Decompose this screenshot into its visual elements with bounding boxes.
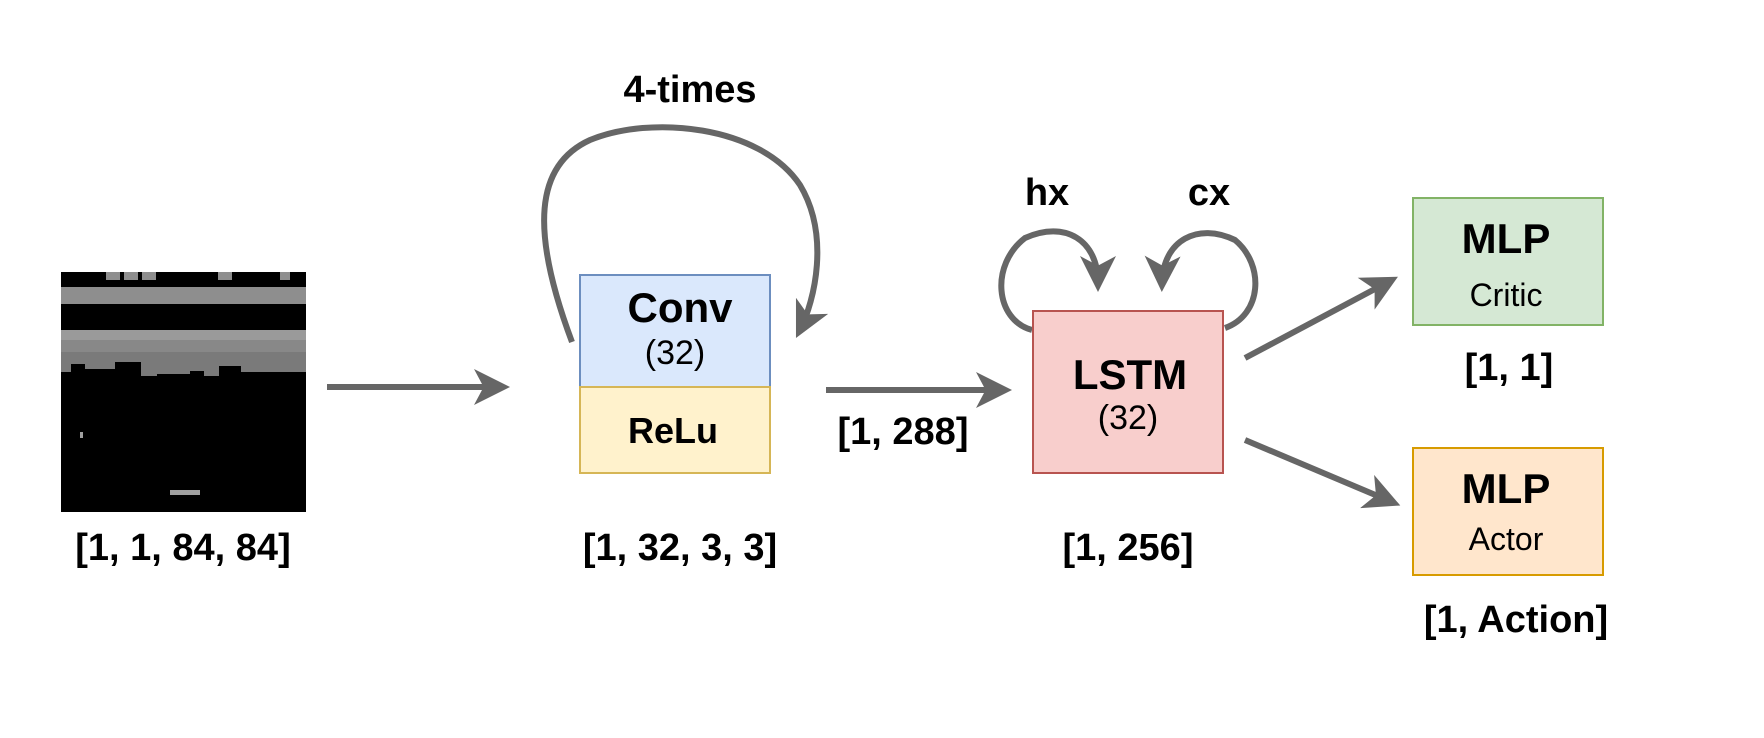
brick-row [61, 352, 306, 376]
lstm-title: LSTM [1073, 351, 1187, 398]
critic-title: MLP [1462, 215, 1551, 262]
conv-shape-label: [1, 32, 3, 3] [583, 527, 777, 569]
arrow-lstm-to-critic [1243, 276, 1398, 361]
critic-shape-label: [1, 1] [1465, 347, 1554, 389]
relu-block [579, 386, 771, 474]
cx-label: cx [1188, 172, 1230, 214]
game-frame-image [61, 272, 306, 512]
conv-loop-label: 4-times [623, 69, 756, 111]
flatten-shape-label: [1, 288] [838, 411, 969, 453]
lstm-block [1032, 310, 1224, 474]
score-digits [106, 272, 290, 280]
hx-label: hx [1025, 172, 1069, 214]
actor-mlp-block [1412, 447, 1604, 576]
critic-role: Critic [1470, 277, 1543, 313]
cx-loop-arrow [1144, 230, 1259, 331]
ball [80, 432, 83, 438]
conv-repeat-loop-arrow [541, 124, 829, 344]
lstm-units: (32) [1098, 399, 1158, 437]
paddle [170, 490, 200, 495]
conv-title: Conv [628, 284, 734, 331]
critic-mlp-block [1412, 197, 1604, 326]
lstm-shape-label: [1, 256] [1063, 527, 1194, 569]
arrow-lstm-to-actor [1243, 437, 1401, 509]
input-shape-label: [1, 1, 84, 84] [75, 527, 290, 569]
relu-label: ReLu [628, 410, 718, 451]
conv-units: (32) [645, 334, 705, 372]
actor-title: MLP [1462, 465, 1551, 512]
actor-shape-label: [1, Action] [1424, 599, 1608, 641]
hx-loop-arrow [998, 228, 1116, 333]
actor-role: Actor [1469, 521, 1544, 557]
